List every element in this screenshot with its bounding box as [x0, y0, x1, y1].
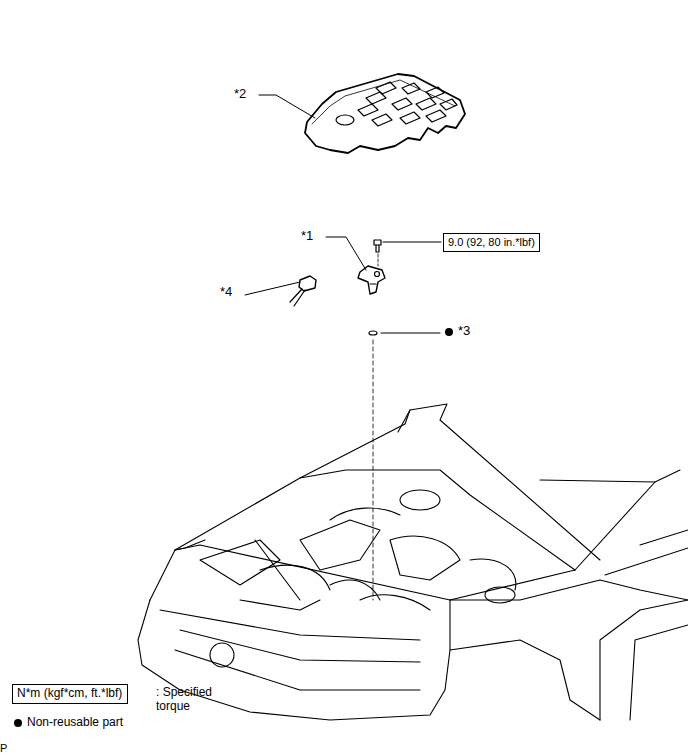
node-text: 9.0 (92, 80 in.*lbf) — [448, 236, 535, 249]
sensor — [358, 266, 385, 294]
wire-connector — [290, 276, 316, 306]
legend-swatch — [14, 719, 22, 727]
callout-number: *4 — [220, 285, 232, 300]
callout-number: *3 — [458, 324, 470, 339]
legend-sample-box: N*m (kgf*cm, ft.*lbf) — [12, 684, 128, 704]
vehicle-front — [138, 404, 688, 720]
leader-line — [259, 95, 315, 118]
bolt — [374, 240, 381, 252]
legend-text: Non-reusable part — [27, 716, 123, 730]
node-text: N*m (kgf*cm, ft.*lbf) — [17, 687, 123, 701]
leader-line — [245, 282, 300, 295]
torque-box: 9.0 (92, 80 in.*lbf) — [443, 233, 540, 252]
legend-text: : Specified torque — [156, 686, 228, 714]
leader-line — [381, 333, 440, 334]
callout-number: *2 — [234, 87, 246, 102]
non-reusable-mark — [445, 328, 453, 336]
callout-number: *1 — [301, 229, 313, 244]
leader-line — [383, 242, 441, 243]
engine-cover — [305, 74, 465, 153]
leader-line — [326, 237, 366, 270]
page-mark: P — [0, 742, 7, 755]
o-ring — [369, 331, 377, 335]
